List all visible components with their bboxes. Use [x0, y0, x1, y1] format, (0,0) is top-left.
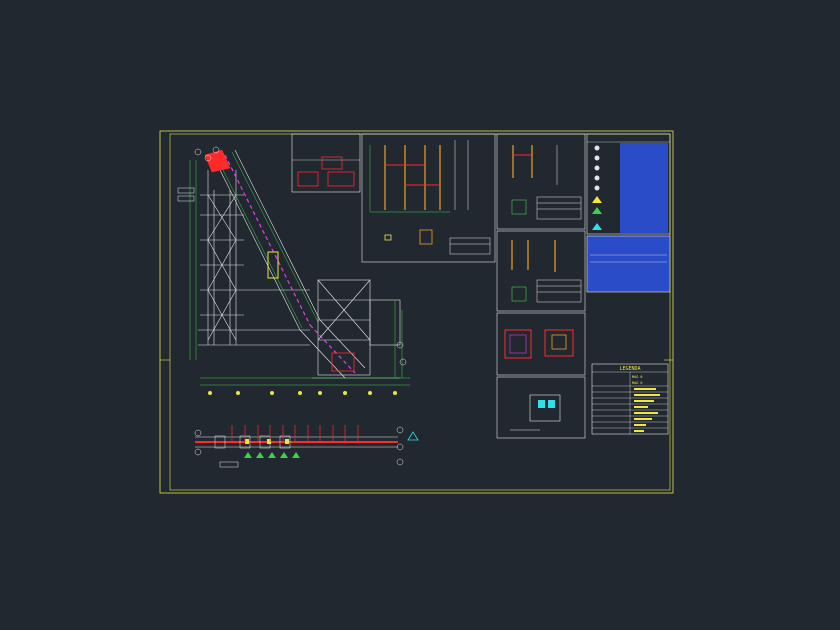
detail-panel-c — [496, 133, 586, 230]
detail-panel-b — [361, 133, 496, 263]
sheet-outer-frame — [159, 130, 674, 494]
title-block: LEGENDA MAG 6 MAG 6 — [591, 363, 669, 435]
plan-view — [194, 425, 419, 468]
symbol-legend — [586, 133, 671, 235]
detail-panel-e — [496, 312, 586, 376]
legend-line-2: MAG 6 — [632, 381, 643, 385]
specs-block — [586, 235, 671, 293]
detail-panel-a — [291, 133, 361, 193]
detail-panel-f — [496, 376, 586, 439]
legend-line-1: MAG 6 — [632, 375, 643, 379]
main-elevation-view — [177, 146, 410, 395]
legend-title: LEGENDA — [619, 366, 640, 372]
detail-panel-d — [496, 230, 586, 312]
